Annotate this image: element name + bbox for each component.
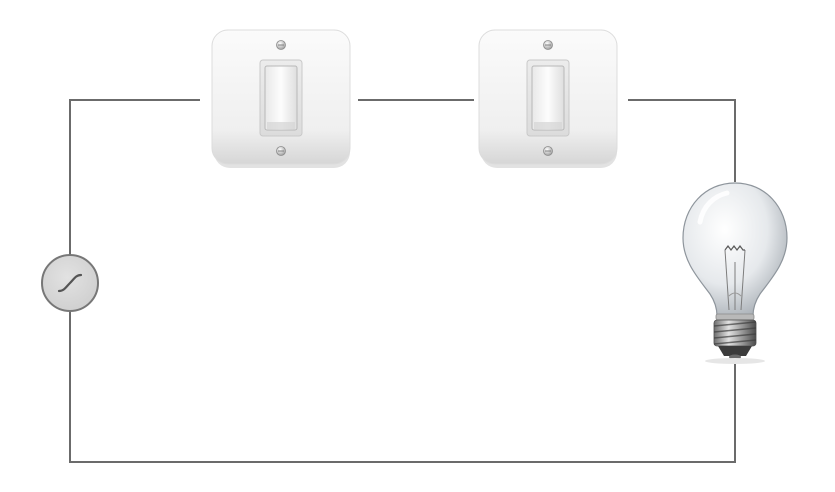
wire-switch-2-to-bulb — [628, 99, 736, 182]
switch-rocker[interactable] — [531, 65, 565, 131]
bulb-filament — [724, 245, 746, 311]
wire-network — [69, 99, 736, 463]
light-bulb — [682, 182, 788, 364]
light-switch-2[interactable] — [478, 29, 618, 168]
switch-rocker[interactable] — [264, 65, 298, 131]
bulb-base — [713, 319, 757, 360]
ac-source — [41, 254, 99, 312]
wire-source-to-switch-1 — [69, 99, 200, 258]
wire-bulb-to-source — [69, 308, 736, 463]
light-switch-1[interactable] — [211, 29, 351, 168]
sine-wave-icon — [57, 273, 83, 293]
